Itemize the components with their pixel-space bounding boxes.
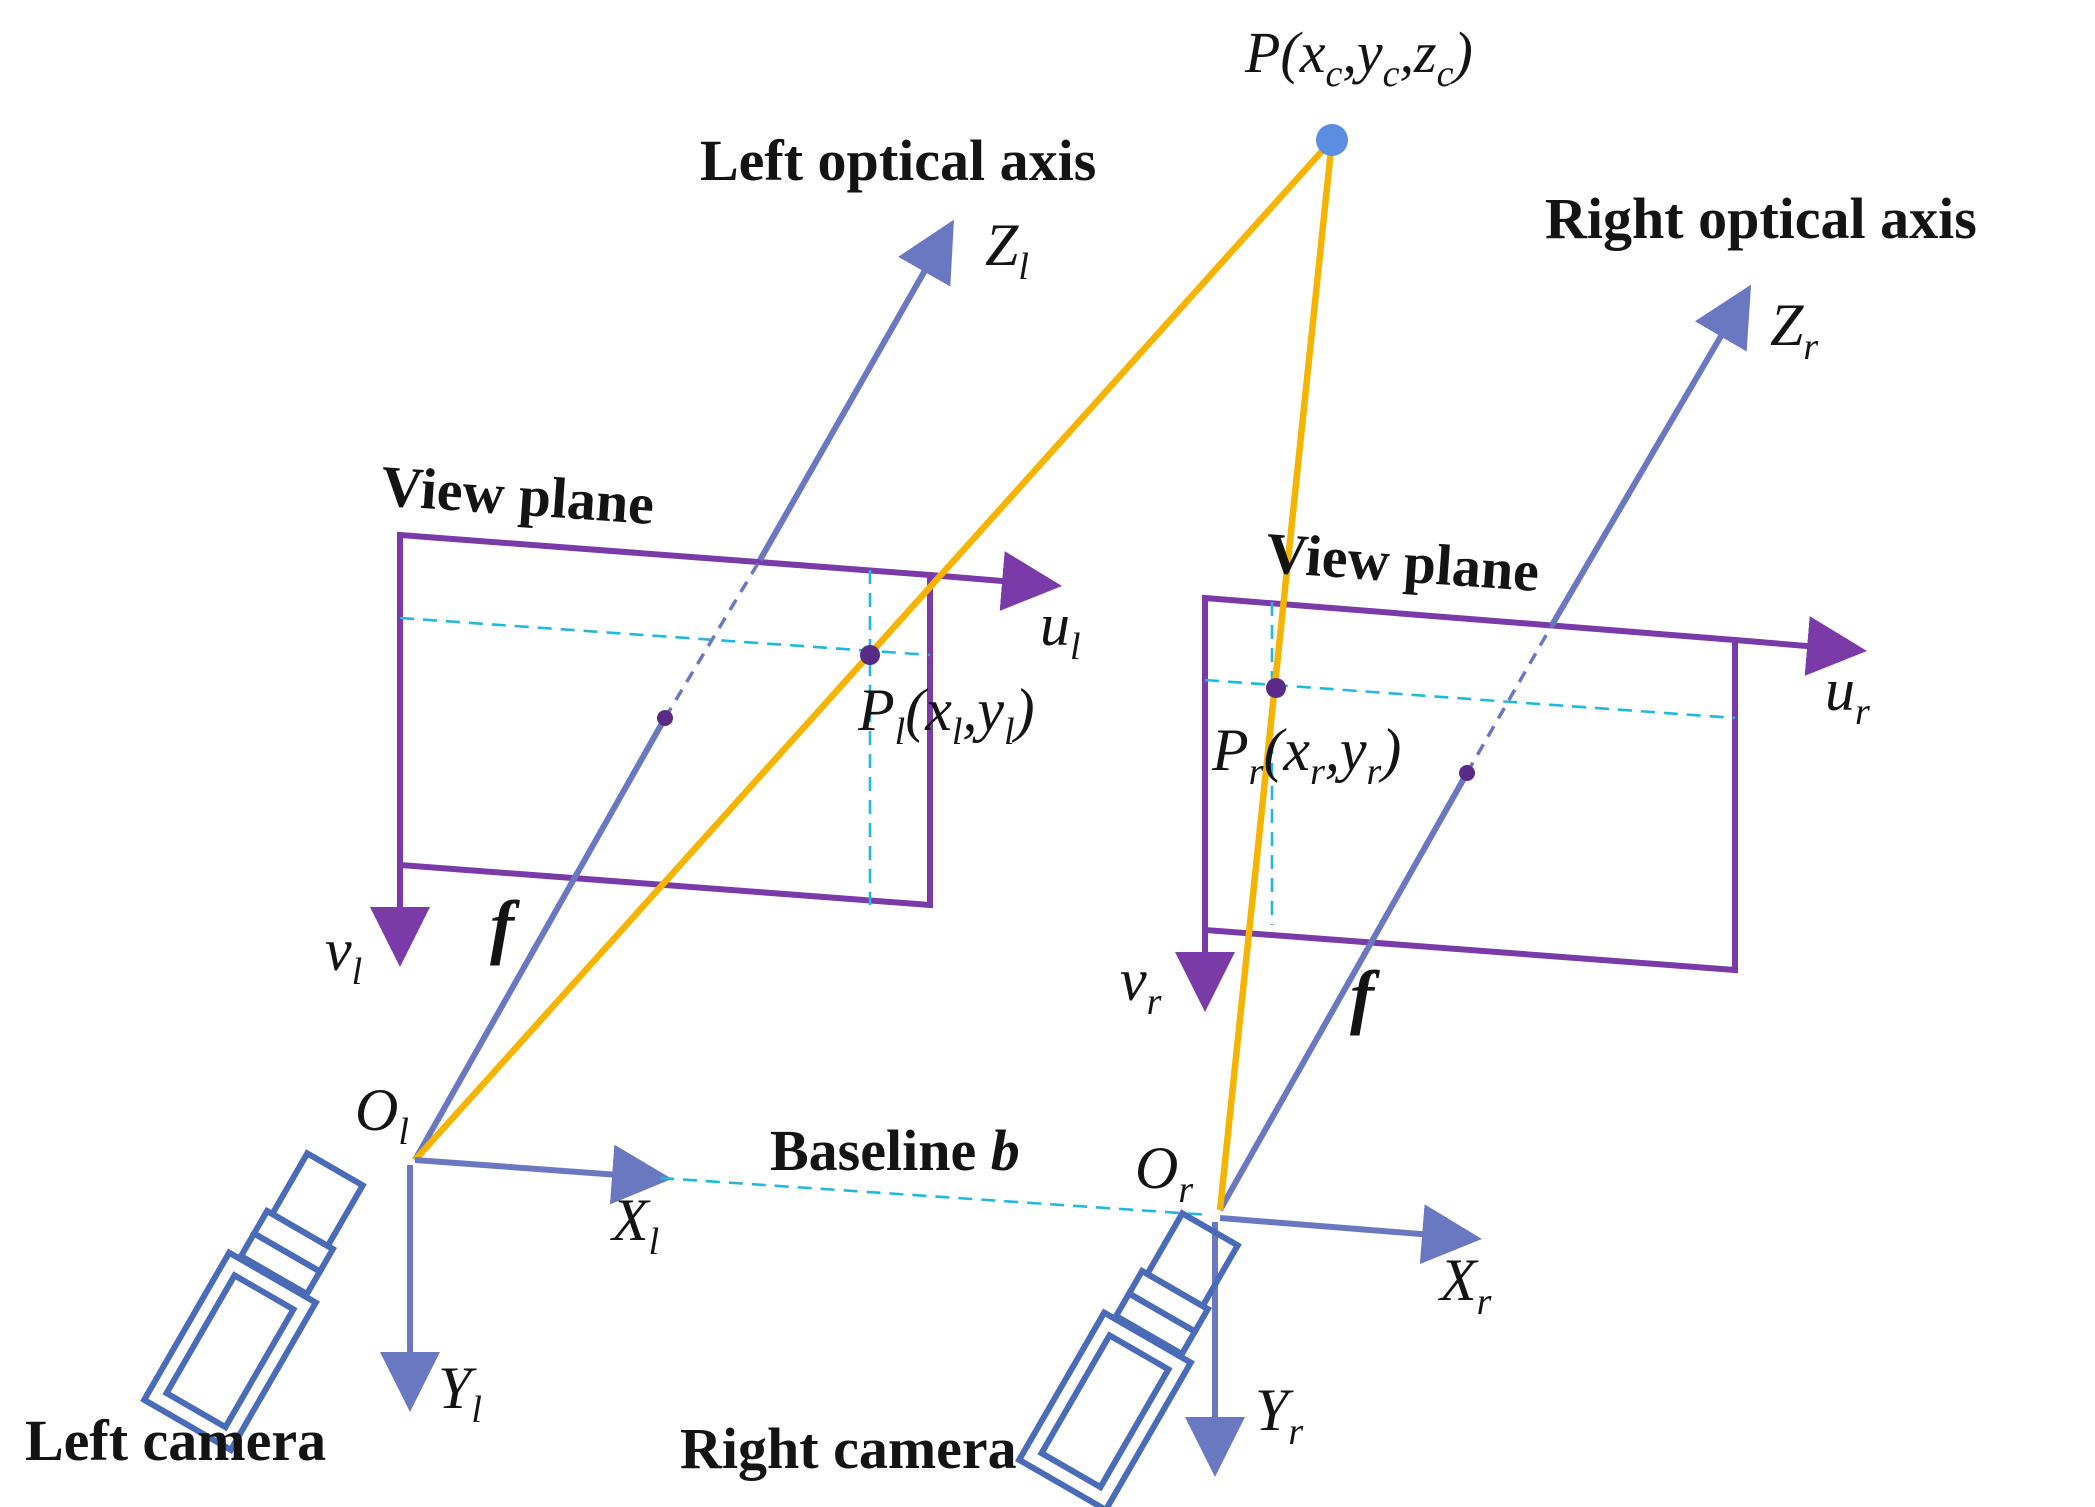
left-camera-axes — [380, 1144, 672, 1412]
v-left-label: vl — [325, 917, 362, 993]
o-right-label: Or — [1135, 1135, 1193, 1211]
left-optical-axis-solid-upper — [757, 219, 954, 562]
p-left-label: Pl(xl,yl) — [857, 677, 1035, 753]
u-right-label: ur — [1825, 657, 1870, 733]
focal-length-right-label: f — [1350, 956, 1380, 1036]
left-principal-point — [657, 710, 673, 726]
x-left-label: Xl — [610, 1187, 659, 1263]
right-optical-axis-solid-lower — [1217, 771, 1470, 1212]
left-horizontal-guide — [399, 616, 931, 657]
left-optical-axis-solid-lower — [412, 716, 668, 1162]
right-camera-lens — [1143, 1209, 1242, 1311]
world-point-p — [1316, 124, 1348, 156]
left-view-plane-rect — [397, 531, 933, 909]
right-view-plane — [1175, 594, 1867, 1012]
right-optical-axis-label: Right optical axis — [1545, 186, 1977, 251]
left-camera-body-inner — [162, 1271, 298, 1432]
focal-length-left-label: f — [490, 886, 520, 966]
right-camera-label: Right camera — [680, 1416, 1017, 1481]
right-projection-ray — [1216, 139, 1336, 1211]
v-right-label: vr — [1120, 947, 1162, 1023]
o-left-label: Ol — [355, 1077, 409, 1153]
right-camera-body — [1015, 1308, 1195, 1507]
right-camera-body-inner — [1037, 1331, 1173, 1492]
u-left-label: ul — [1040, 592, 1081, 668]
left-camera-body — [140, 1248, 320, 1454]
u-left-axis — [929, 551, 1062, 611]
x-right-axis — [1219, 1204, 1482, 1265]
left-optical-axis — [412, 219, 954, 1162]
left-image-point — [860, 645, 880, 665]
left-optical-axis-dashed — [663, 559, 762, 719]
u-right-axis — [1734, 616, 1867, 676]
y-right-label: Yr — [1255, 1377, 1303, 1453]
y-left-label: Yl — [438, 1355, 482, 1431]
x-right-label: Xr — [1438, 1247, 1492, 1323]
right-camera-icon — [1015, 1209, 1242, 1507]
left-camera-icon — [140, 1149, 367, 1454]
left-camera-label: Left camera — [25, 1408, 326, 1473]
p-right-label: Pr(xr,yr) — [1211, 717, 1401, 793]
right-camera-axes — [1185, 1204, 1482, 1477]
z-right-label: Zr — [1770, 292, 1818, 368]
left-view-plane — [370, 531, 1062, 967]
left-camera-lens — [268, 1149, 367, 1251]
world-point-label: P(xc,yc,zc) — [1244, 20, 1473, 95]
left-optical-axis-label: Left optical axis — [700, 128, 1096, 193]
baseline-label: Baseline b — [770, 1118, 1020, 1183]
right-optical-axis-dashed — [1465, 624, 1554, 774]
projection-rays — [412, 137, 1336, 1211]
right-view-plane-rect — [1202, 594, 1738, 974]
right-image-point — [1266, 678, 1286, 698]
z-left-label: Zl — [985, 212, 1029, 288]
right-horizontal-guide — [1204, 678, 1736, 720]
view-plane-left-label: View plane — [379, 453, 656, 537]
x-left-axis — [414, 1144, 672, 1205]
baseline-line — [659, 1176, 1211, 1217]
right-principal-point — [1459, 765, 1475, 781]
right-optical-axis — [1217, 284, 1752, 1212]
right-optical-axis-solid-upper — [1549, 284, 1752, 627]
view-plane-right-label: View plane — [1264, 520, 1541, 604]
